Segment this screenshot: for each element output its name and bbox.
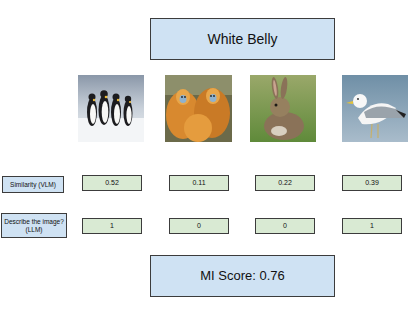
- value-box: 1: [342, 218, 402, 234]
- value-box: 0: [169, 218, 229, 234]
- box-text: Similarity (VLM): [10, 181, 56, 188]
- value-box: 0.39: [342, 175, 402, 191]
- value-box: 0.22: [255, 175, 315, 191]
- value-box: 1: [82, 218, 142, 234]
- box-text: 0: [283, 222, 287, 230]
- box-text: 1: [110, 222, 114, 230]
- value-box: 0.11: [169, 175, 229, 191]
- box-text: White Belly: [207, 31, 277, 47]
- box-text: Describe the image? (LLM): [2, 218, 66, 233]
- score-box: MI Score: 0.76: [150, 255, 335, 297]
- value-box: 0: [255, 218, 315, 234]
- box-text: 0.22: [278, 179, 292, 187]
- box-text: 0.39: [365, 179, 379, 187]
- box-text: 0: [197, 222, 201, 230]
- row-label-box: Describe the image? (LLM): [1, 213, 67, 238]
- box-text: 1: [370, 222, 374, 230]
- value-box: 0.52: [82, 175, 142, 191]
- title-box: White Belly: [150, 18, 335, 60]
- penguin-photo: [78, 75, 144, 142]
- box-text: MI Score: 0.76: [200, 269, 285, 284]
- gull-photo: [342, 75, 408, 142]
- box-text: 0.11: [192, 179, 205, 187]
- row-label-box: Similarity (VLM): [2, 176, 64, 193]
- monkey-photo: [165, 75, 232, 142]
- box-text: 0.52: [105, 179, 119, 187]
- rabbit-photo: [250, 75, 316, 142]
